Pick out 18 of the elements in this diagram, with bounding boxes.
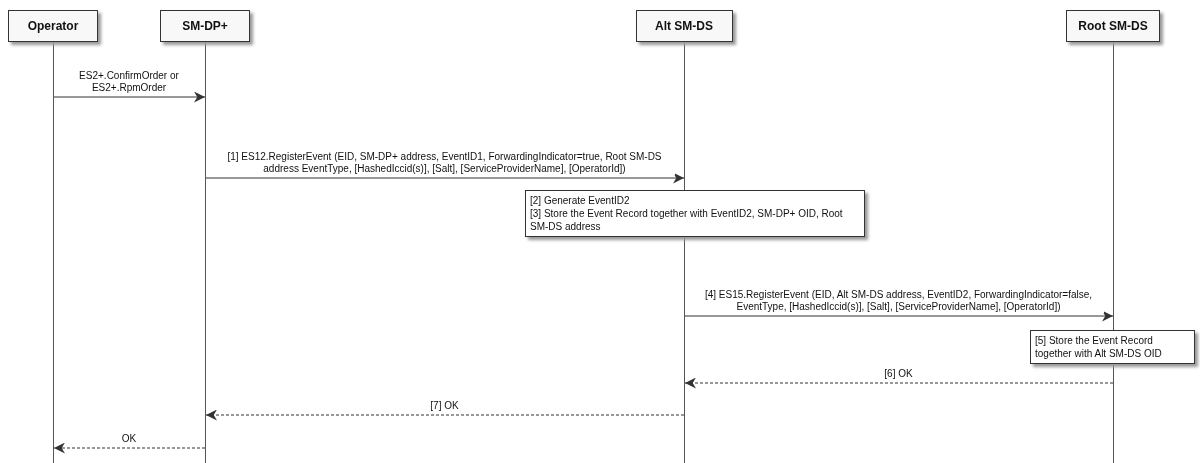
message-arrow: [53, 91, 206, 103]
message-arrow: [53, 442, 206, 454]
message-arrow: [205, 409, 685, 421]
participant-box: Operator: [8, 10, 98, 42]
message-label: [7] OK: [430, 400, 459, 412]
note-text: [5] Store the Event Record together with Alt SM-DS OID: [1035, 334, 1163, 360]
participant-box: SM-DP+: [160, 10, 250, 42]
participant-box: Alt SM-DS: [635, 10, 733, 42]
note-text: [2] Generate EventID2: [530, 194, 631, 207]
message-label: [6] OK: [884, 368, 913, 380]
message-arrow: [205, 172, 685, 184]
participant-box: Root SM-DS: [1066, 10, 1160, 42]
message-arrow: [684, 377, 1114, 389]
note-box: [525, 190, 865, 237]
note-text: [3] Store the Event Record together with EventID2, SM-DP+ OID, Root SM-DS address: [530, 207, 844, 233]
message-label: OK: [121, 433, 137, 445]
note-box: [1030, 330, 1195, 364]
message-arrow: [684, 310, 1114, 322]
